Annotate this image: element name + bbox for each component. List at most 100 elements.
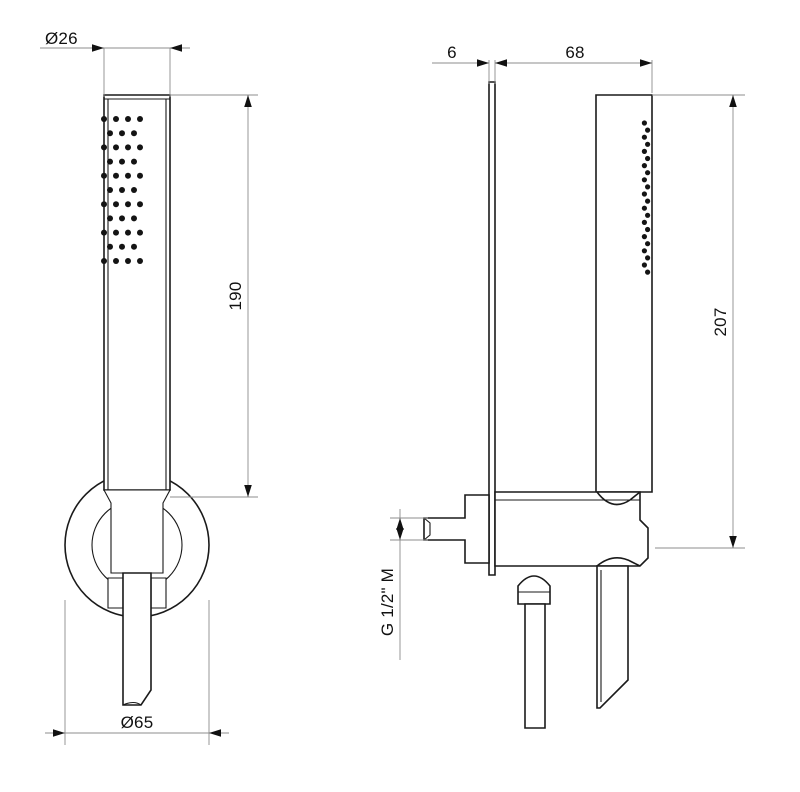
nozzle-dot — [101, 144, 107, 151]
arrow-thread-top — [396, 518, 404, 530]
nozzle-dot — [131, 243, 137, 250]
arrow-207-top — [729, 95, 737, 107]
nozzle-dot — [119, 158, 125, 165]
nozzle-dot — [113, 144, 119, 151]
nozzle-dot — [137, 116, 143, 122]
side-valve-body — [494, 491, 649, 567]
nozzle-dot — [645, 170, 651, 176]
arrow-6-left — [477, 59, 489, 67]
nozzle-dot — [101, 116, 107, 122]
nozzle-dot — [101, 229, 107, 236]
nozzle-dot — [113, 229, 119, 236]
arrow-68-right — [640, 59, 652, 67]
arrow-207-bottom — [729, 536, 737, 548]
front-handle-lower-transition — [103, 489, 171, 574]
nozzle-dot — [641, 120, 648, 126]
nozzle-dot — [645, 226, 651, 233]
front-collar-right — [150, 577, 167, 609]
arrow-d26-right — [170, 44, 182, 52]
nozzle-dot — [125, 201, 131, 208]
nozzle-dot — [119, 130, 125, 137]
nozzle-dot — [641, 191, 648, 197]
nozzle-dot — [101, 201, 107, 208]
nozzle-dot — [101, 258, 107, 264]
nozzle-dot — [107, 130, 113, 137]
nozzle-dot — [107, 158, 113, 165]
dim-label-190: 190 — [226, 282, 245, 311]
side-view — [423, 81, 653, 729]
nozzle-dot — [641, 205, 648, 211]
nozzle-dot — [137, 201, 143, 208]
side-wall-plate — [488, 81, 496, 576]
nozzle-dot — [131, 215, 137, 222]
front-nozzle-dot-pattern — [101, 116, 143, 264]
nozzle-dot — [645, 155, 651, 162]
arrow-190-top — [244, 95, 252, 107]
dim-label-68: 68 — [565, 43, 584, 62]
nozzle-dot — [131, 187, 137, 193]
nozzle-dot — [113, 201, 119, 208]
nozzle-dot — [125, 116, 131, 122]
side-view-dimensions: 6 68 207 G 1/2" M — [378, 43, 745, 660]
nozzle-dot — [641, 148, 648, 154]
nozzle-dot — [119, 215, 125, 222]
front-view-dimensions: Ø26 190 Ø65 — [40, 29, 258, 745]
dim-label-6: 6 — [447, 43, 457, 62]
arrow-thread-bottom — [396, 528, 404, 540]
side-shower-handle-body — [595, 94, 653, 493]
nozzle-dot — [641, 262, 648, 268]
nozzle-dot — [645, 198, 651, 204]
nozzle-dot — [125, 172, 131, 179]
arrow-d65-left — [53, 729, 65, 737]
nozzle-dot — [119, 187, 125, 193]
nozzle-dot — [113, 258, 119, 264]
nozzle-dot — [645, 184, 651, 190]
nozzle-dot — [113, 172, 119, 179]
front-shower-handle-body — [103, 94, 171, 491]
nozzle-dot — [107, 243, 113, 250]
nozzle-dot — [137, 229, 143, 236]
nozzle-dot — [641, 134, 648, 140]
dim-label-207: 207 — [711, 308, 730, 337]
dim-label-d26: Ø26 — [45, 29, 78, 48]
nozzle-dot — [641, 177, 648, 183]
nozzle-dot — [125, 229, 131, 236]
side-holder-lower-notch — [596, 557, 641, 567]
nozzle-dot — [101, 172, 107, 179]
front-collar-left — [107, 577, 124, 609]
nozzle-dot — [645, 255, 651, 261]
arrow-d65-right — [209, 729, 221, 737]
nozzle-dot — [645, 269, 651, 275]
dim-label-d65: Ø65 — [121, 713, 154, 732]
nozzle-dot — [645, 241, 651, 247]
nozzle-dot — [107, 215, 113, 222]
arrow-d26-left — [92, 44, 104, 52]
dim-label-thread: G 1/2" M — [378, 568, 397, 636]
nozzle-dot — [113, 116, 119, 122]
nozzle-dot — [137, 258, 143, 264]
nozzle-dot — [645, 141, 651, 147]
nozzle-dot — [119, 243, 125, 250]
side-holder-upper-notch — [596, 491, 641, 506]
arrow-190-bottom — [244, 485, 252, 497]
side-thread-connector — [423, 494, 490, 564]
nozzle-dot — [131, 158, 137, 165]
nozzle-dot — [137, 172, 143, 179]
arrow-68-left — [495, 59, 507, 67]
nozzle-dot — [131, 130, 137, 137]
side-lever-knob — [517, 575, 551, 605]
nozzle-dot — [645, 212, 651, 218]
front-lever-stem — [122, 572, 152, 706]
nozzle-dot — [125, 258, 131, 264]
side-nozzle-dot-pattern — [641, 120, 651, 275]
side-lever-stem — [524, 603, 546, 729]
nozzle-dot — [645, 127, 651, 133]
nozzle-dot — [125, 144, 131, 151]
nozzle-dot — [641, 163, 648, 169]
nozzle-dot — [641, 219, 648, 225]
nozzle-dot — [641, 234, 648, 240]
front-lever-tip-curve — [122, 701, 142, 706]
nozzle-dot — [137, 144, 143, 151]
